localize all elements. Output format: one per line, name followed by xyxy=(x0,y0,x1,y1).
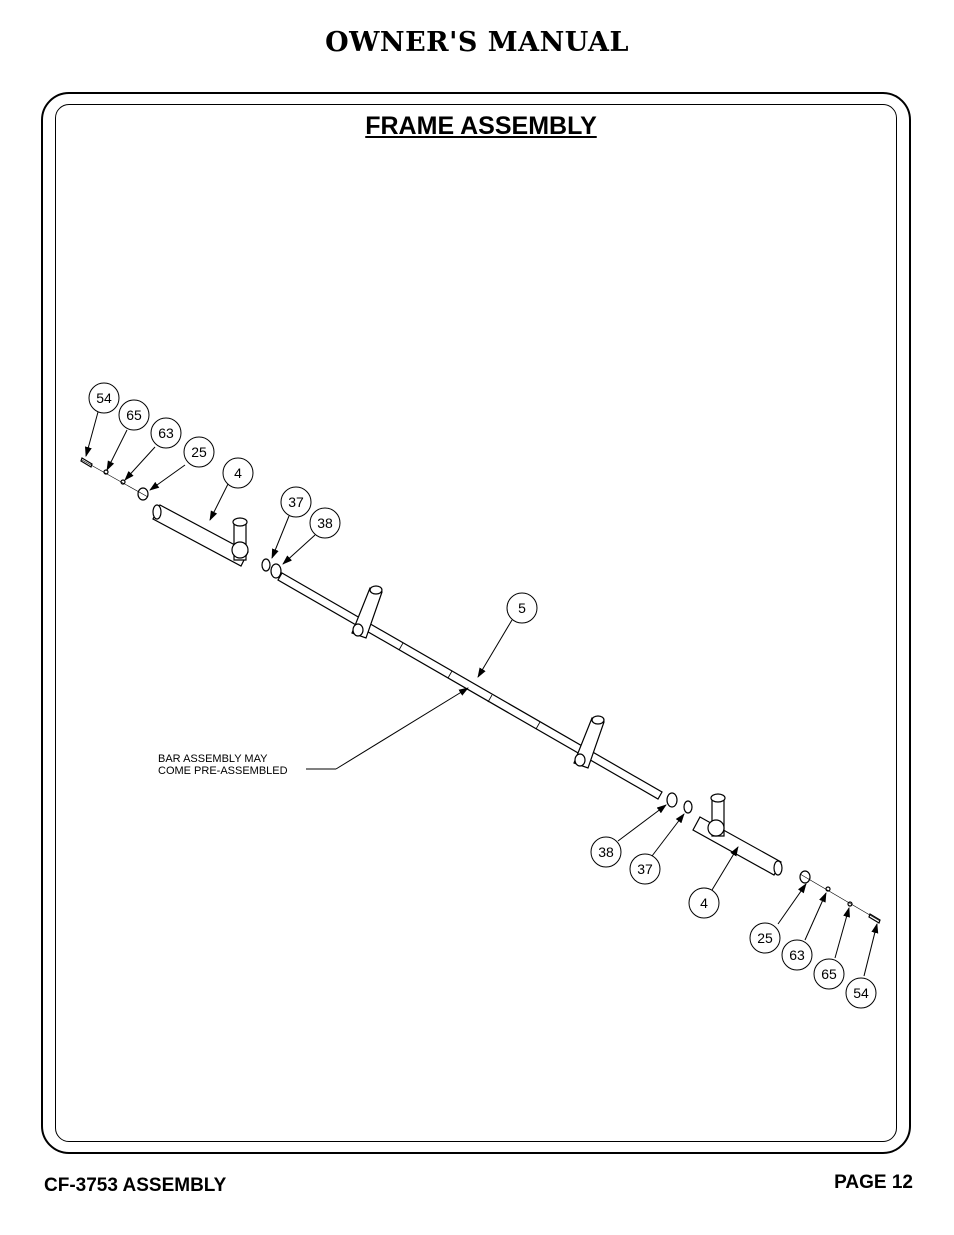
callout-label: 25 xyxy=(191,444,207,460)
callout-63-left: 63 xyxy=(150,417,182,449)
callout-label: 25 xyxy=(757,930,773,946)
callout-label: 63 xyxy=(789,947,805,963)
callout-label: 65 xyxy=(821,966,837,982)
callout-38-right: 38 xyxy=(590,836,622,868)
callout-25-left: 25 xyxy=(183,436,215,468)
manual-title: OWNER'S MANUAL xyxy=(325,27,629,58)
callout-label: 4 xyxy=(700,895,708,911)
callout-37-right: 37 xyxy=(629,853,661,885)
callout-54-right: 54 xyxy=(845,977,877,1009)
bar-upright-left xyxy=(351,585,383,639)
callout-38-left: 38 xyxy=(309,507,341,539)
callout-4-left: 4 xyxy=(222,457,254,489)
left-sleeve xyxy=(152,504,249,567)
callout-label: 54 xyxy=(853,985,869,1001)
footer-page-number: PAGE 12 xyxy=(834,1172,913,1193)
callout-label: 54 xyxy=(96,390,112,406)
left-small-parts xyxy=(80,457,282,579)
callout-label: 4 xyxy=(234,465,242,481)
note-line-1: BAR ASSEMBLY MAY xyxy=(158,753,268,765)
main-bar xyxy=(277,572,663,800)
callout-54-left: 54 xyxy=(88,382,120,414)
callout-65-right: 65 xyxy=(813,958,845,990)
callout-37-left: 37 xyxy=(280,486,312,518)
callout-label: 38 xyxy=(598,844,614,860)
callout-label: 37 xyxy=(288,494,304,510)
callout-label: 37 xyxy=(637,861,653,877)
callout-label: 65 xyxy=(126,407,142,423)
right-small-parts xyxy=(666,792,881,924)
callout-5: 5 xyxy=(506,592,538,624)
section-title: FRAME ASSEMBLY xyxy=(365,112,597,140)
note-line-2: COME PRE-ASSEMBLED xyxy=(158,765,288,777)
leader-lines xyxy=(84,411,879,977)
callout-25-right: 25 xyxy=(749,922,781,954)
callout-4-right: 4 xyxy=(688,887,720,919)
bar-upright-right xyxy=(573,715,605,769)
right-sleeve xyxy=(692,793,783,876)
page-border-inner xyxy=(55,104,897,1142)
callout-label: 38 xyxy=(317,515,333,531)
footer-model: CF-3753 ASSEMBLY xyxy=(44,1175,227,1196)
callout-label: 63 xyxy=(158,425,174,441)
callout-65-left: 65 xyxy=(118,399,150,431)
callout-label: 5 xyxy=(518,600,526,616)
callout-63-right: 63 xyxy=(781,939,813,971)
page-border-outer xyxy=(41,92,911,1154)
